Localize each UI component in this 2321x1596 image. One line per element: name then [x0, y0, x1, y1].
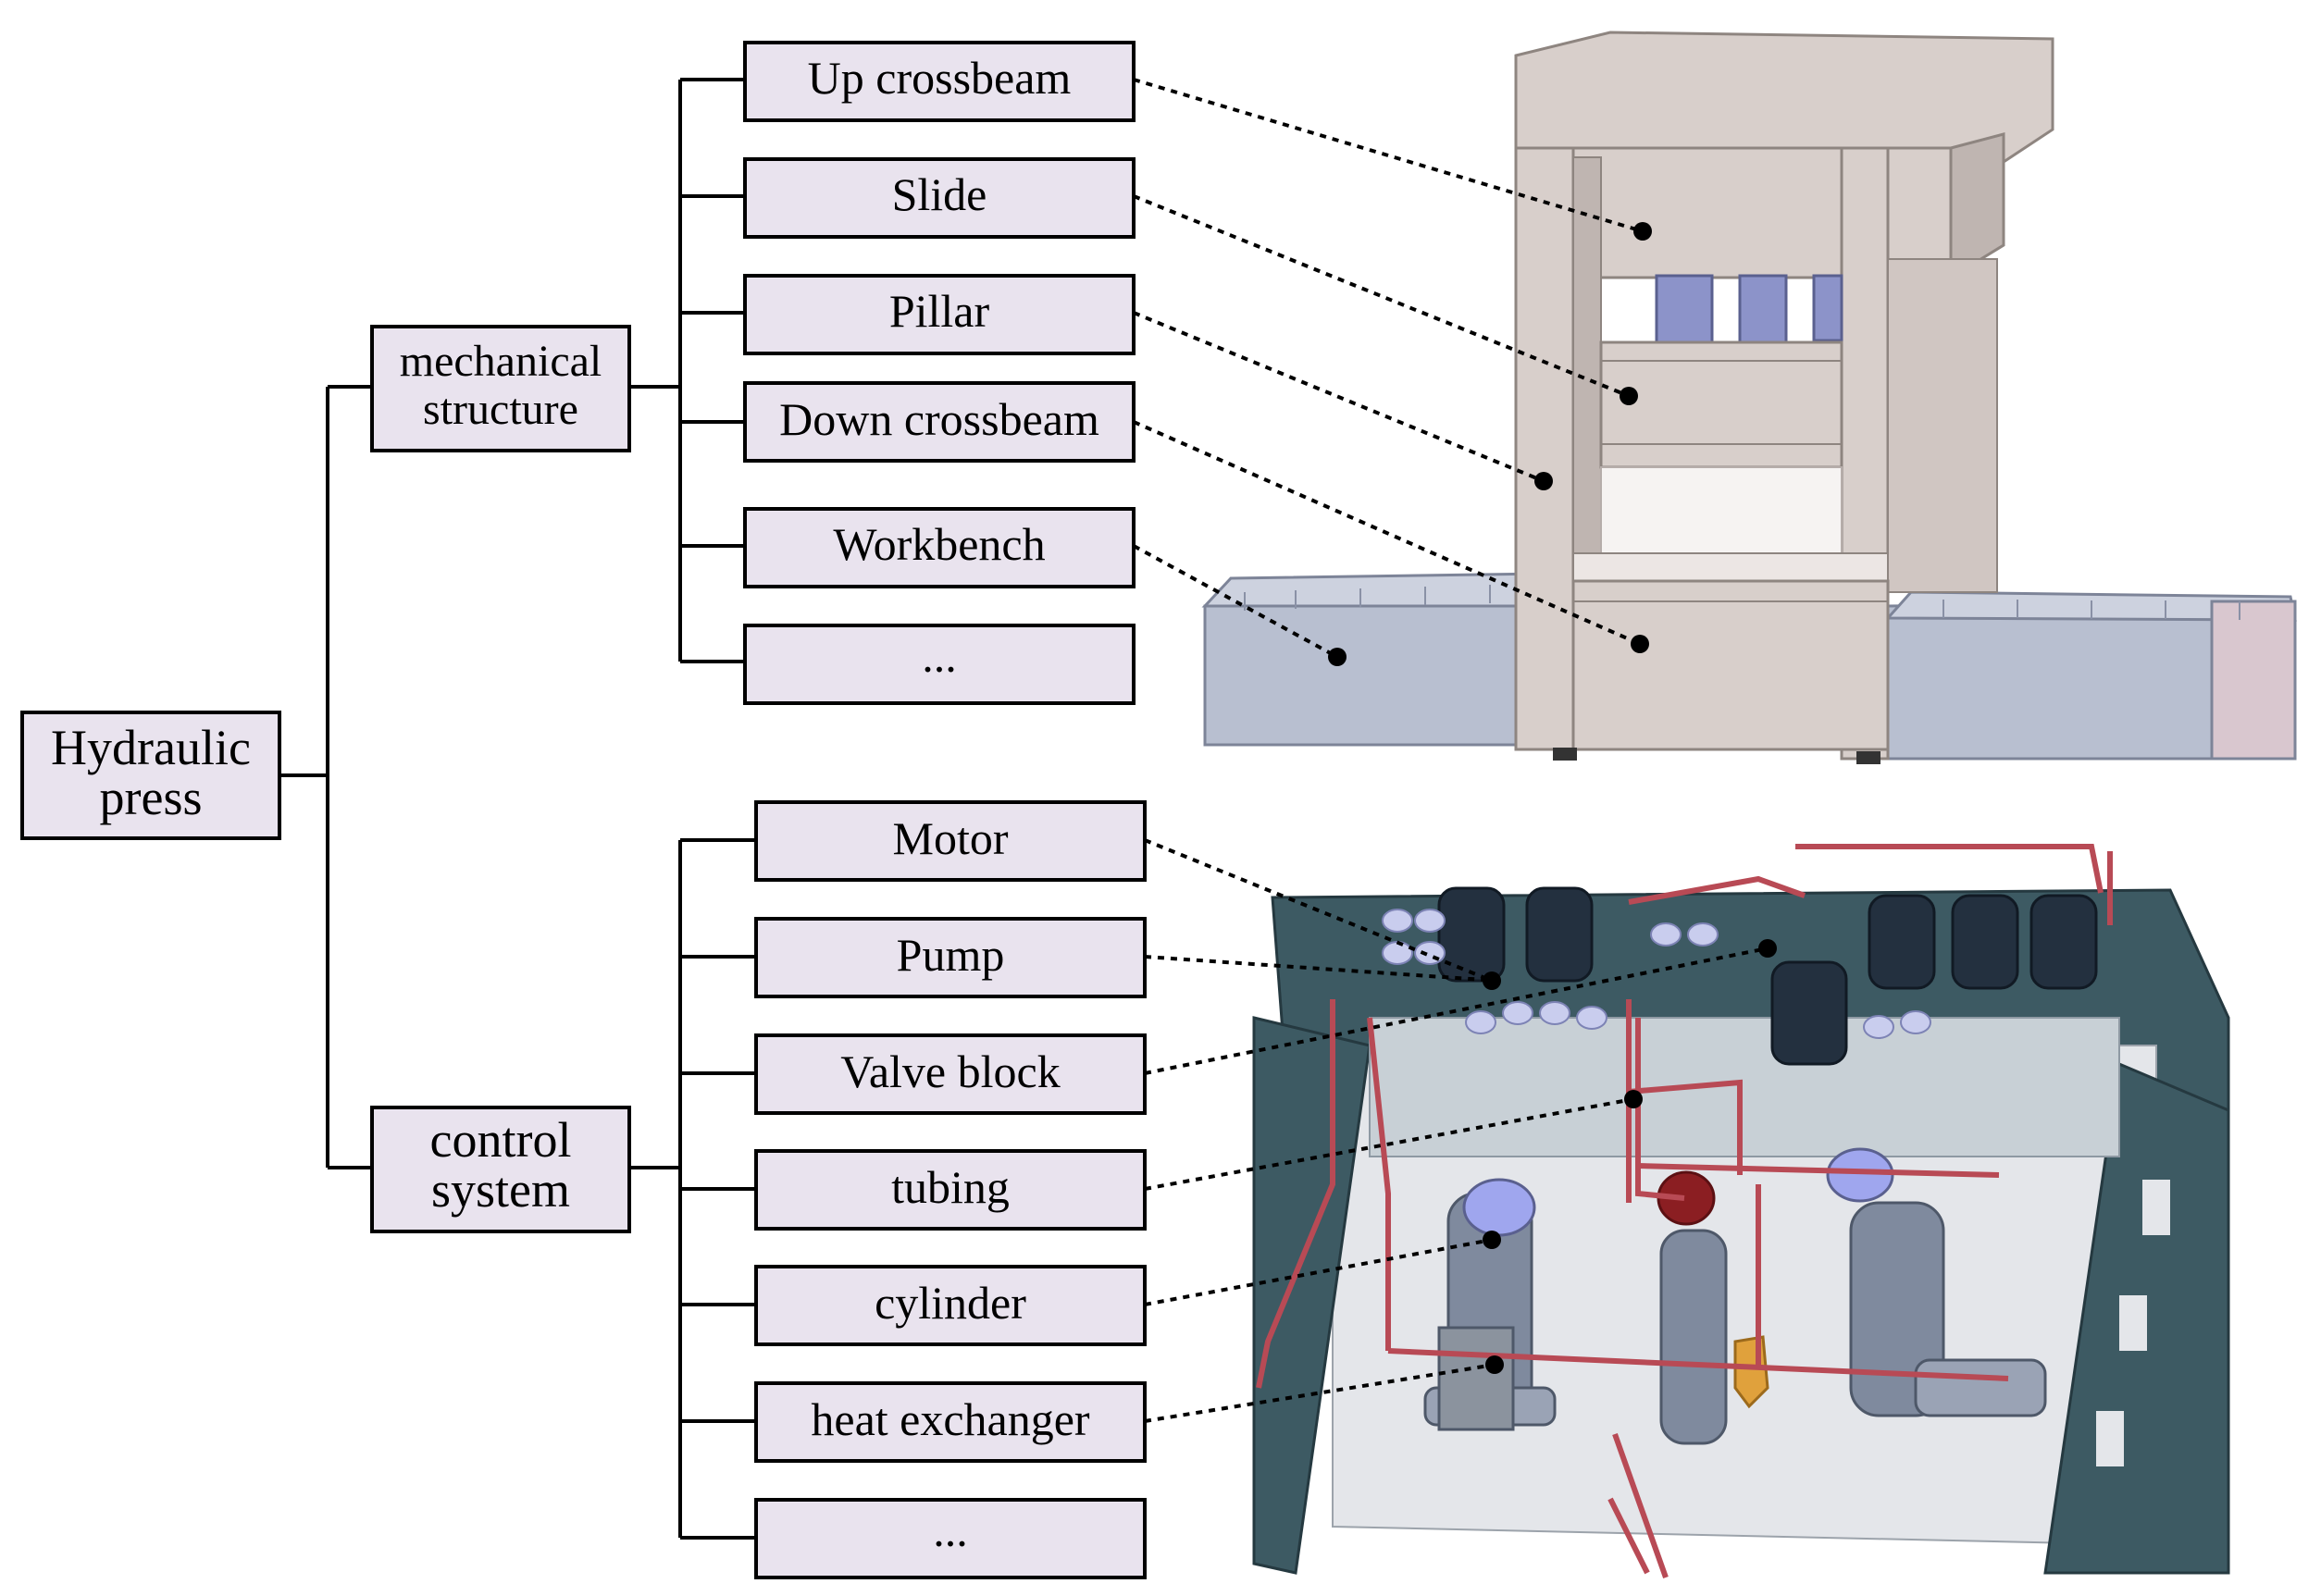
item-motor: Motor [754, 800, 1147, 882]
item-tubing: tubing [754, 1149, 1147, 1231]
item-workbench: Workbench [743, 507, 1136, 588]
item-up-crossbeam: Up crossbeam [743, 41, 1136, 122]
item-cylinder: cylinder [754, 1265, 1147, 1346]
motor-4 [1951, 894, 2019, 990]
press-cylinder-2 [1738, 274, 1788, 352]
item-pump-label: Pump [897, 929, 1005, 981]
item-workbench-label: Workbench [833, 518, 1045, 570]
motor-6 [1770, 960, 1848, 1066]
hydraulic-tank-illustration [1252, 844, 2230, 1579]
motor-3 [1868, 894, 1936, 990]
root-label-line1: Hydraulic [51, 720, 251, 775]
item-heat-exchanger-label: heat exchanger [811, 1393, 1090, 1445]
motor-5 [2029, 894, 2098, 990]
press-pillar-left [1514, 146, 1575, 751]
category-control-line2: system [431, 1162, 570, 1218]
press-cylinder-1 [1655, 274, 1714, 352]
item-control-more: ... [754, 1498, 1147, 1579]
item-mechanical-more-label: ... [922, 630, 957, 682]
item-tubing-label: tubing [891, 1161, 1010, 1213]
press-cylinder-3 [1812, 274, 1843, 342]
category-node-control: control system [370, 1106, 631, 1233]
item-down-crossbeam: Down crossbeam [743, 381, 1136, 463]
leader-dots [1328, 222, 1777, 1374]
root-node: Hydraulic press [20, 711, 281, 840]
item-pump: Pump [754, 917, 1147, 998]
press-slide [1599, 340, 1843, 469]
heat-exchanger-box [1437, 1326, 1515, 1431]
item-cylinder-label: cylinder [875, 1277, 1026, 1329]
valve-head-1 [1462, 1178, 1536, 1237]
item-control-more-label: ... [933, 1504, 968, 1556]
motor-2 [1525, 886, 1594, 983]
tree-connectors [279, 78, 756, 1540]
item-pillar: Pillar [743, 274, 1136, 355]
category-mechanical-line2: structure [423, 385, 578, 434]
category-control-line1: control [430, 1112, 572, 1168]
item-pillar-label: Pillar [889, 285, 990, 337]
press-down-crossbeam [1571, 579, 1890, 751]
press-illustration [1201, 31, 2297, 764]
item-valve-block: Valve block [754, 1033, 1147, 1115]
pump-discs [1382, 909, 1931, 1039]
root-label-line2: press [100, 770, 203, 825]
item-valve-block-label: Valve block [840, 1045, 1060, 1097]
category-mechanical-line1: mechanical [400, 337, 602, 386]
item-mechanical-more: ... [743, 624, 1136, 705]
category-node-mechanical: mechanical structure [370, 325, 631, 452]
valve-head-2 [1826, 1147, 1894, 1203]
tubing [1256, 844, 2113, 1575]
item-up-crossbeam-label: Up crossbeam [808, 52, 1072, 104]
item-motor-label: Motor [893, 812, 1009, 864]
item-slide-label: Slide [892, 168, 987, 220]
leader-lines [1133, 78, 1769, 1423]
item-slide: Slide [743, 157, 1136, 239]
control-items: Motor Pump Valve block tubing cylinder h… [754, 800, 1147, 1579]
item-down-crossbeam-label: Down crossbeam [779, 393, 1099, 445]
motor-1 [1437, 886, 1506, 983]
tank-cylinder-2 [1659, 1229, 1728, 1445]
item-heat-exchanger: heat exchanger [754, 1381, 1147, 1463]
mechanical-items: Up crossbeam Slide Pillar Down crossbeam… [743, 41, 1136, 705]
